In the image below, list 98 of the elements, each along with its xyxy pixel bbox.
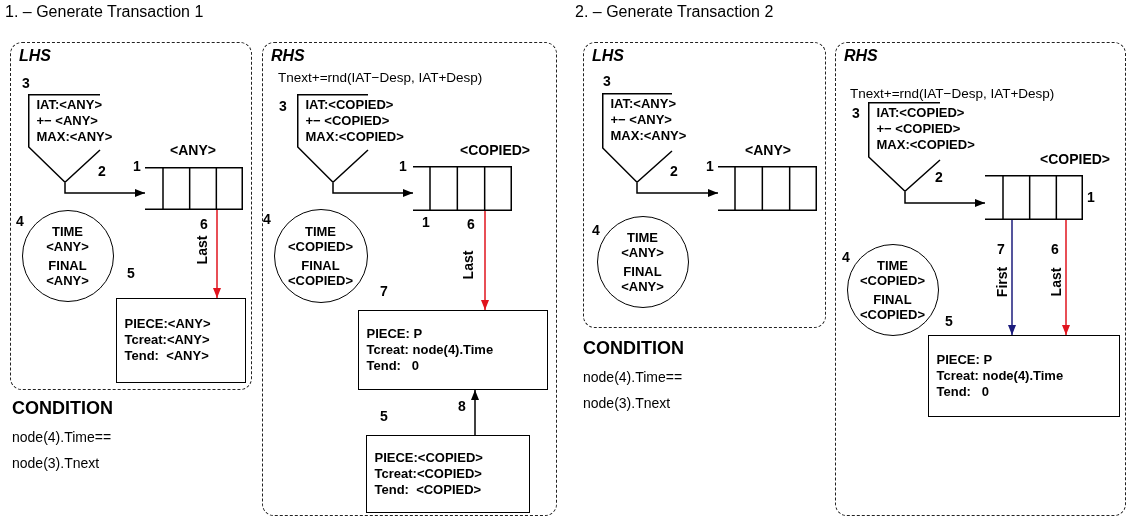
arrow bbox=[471, 389, 479, 436]
attribute-text: MAX:<COPIED> bbox=[305, 128, 404, 145]
node-number: 1 bbox=[706, 159, 714, 174]
queue-node bbox=[717, 165, 817, 211]
condition-text: node(4).Time== node(3).Tnext bbox=[583, 368, 684, 413]
node-number: 5 bbox=[945, 314, 953, 329]
node-number: 5 bbox=[127, 266, 135, 281]
piece-box bbox=[365, 434, 530, 513]
node-number: 4 bbox=[263, 212, 271, 227]
rule-panel bbox=[583, 42, 826, 328]
formula-text: Tnext+=rnd(IAT−Desp, IAT+Desp) bbox=[278, 70, 483, 85]
edge-label: Last bbox=[460, 250, 476, 280]
attribute-text: Tcreat:<COPIED> bbox=[374, 465, 483, 482]
arrow bbox=[636, 182, 719, 197]
node-number: 4 bbox=[592, 223, 600, 238]
edge-label: Last bbox=[194, 235, 210, 265]
panel-heading: RHS bbox=[844, 47, 878, 65]
attribute-text: TIME <COPIED> bbox=[288, 223, 353, 254]
edge-label: 2 bbox=[98, 164, 106, 179]
attribute-text: FINAL <ANY> bbox=[621, 263, 664, 294]
section-title: 1. – Generate Transaction 1 bbox=[5, 3, 204, 21]
queue-node bbox=[984, 174, 1083, 220]
queue-label: <ANY> bbox=[745, 143, 791, 158]
attribute-text: IAT:<ANY> bbox=[36, 96, 103, 113]
attribute-text: FINAL <COPIED> bbox=[288, 257, 353, 288]
node-number: 7 bbox=[380, 284, 388, 299]
attribute-text: +− <ANY> bbox=[36, 112, 99, 129]
edge-number: 7 bbox=[997, 241, 1005, 257]
arrow bbox=[64, 182, 146, 197]
node-number: 1 bbox=[133, 159, 141, 174]
attribute-text: FINAL <ANY> bbox=[46, 257, 89, 288]
node-number: 4 bbox=[842, 250, 850, 265]
piece-box bbox=[927, 334, 1120, 417]
edge-label: Last bbox=[1048, 267, 1064, 297]
attribute-text: +− <COPIED> bbox=[876, 120, 962, 137]
section-title: 2. – Generate Transaction 2 bbox=[575, 3, 774, 21]
attribute-text: TIME <ANY> bbox=[46, 223, 89, 254]
attribute-text: +− <COPIED> bbox=[305, 112, 391, 129]
arrow bbox=[1008, 219, 1016, 336]
node-number: 4 bbox=[16, 214, 24, 229]
rule-panel bbox=[10, 42, 252, 390]
condition-text: node(4).Time== node(3).Tnext bbox=[12, 428, 113, 473]
attribute-text: MAX:<ANY> bbox=[36, 128, 113, 145]
node-number: 3 bbox=[22, 76, 30, 91]
attribute-text: PIECE:<ANY> bbox=[124, 316, 212, 332]
node-number: 1 bbox=[422, 215, 430, 230]
attribute-text: Tend: <ANY> bbox=[124, 348, 210, 364]
edge-number: 6 bbox=[200, 216, 208, 232]
edge-label: First bbox=[994, 266, 1010, 298]
attribute-text: IAT:<ANY> bbox=[610, 95, 677, 112]
piece-box bbox=[115, 297, 246, 383]
attribute-text: PIECE:<COPIED> bbox=[374, 449, 484, 466]
queue-label: <ANY> bbox=[170, 143, 216, 158]
rule-panel bbox=[835, 42, 1126, 516]
attribute-text: IAT:<COPIED> bbox=[876, 104, 966, 121]
rule-panel bbox=[262, 42, 557, 516]
queue-label: <COPIED> bbox=[460, 143, 531, 158]
edge-label: 8 bbox=[458, 399, 466, 414]
queue-node bbox=[412, 165, 512, 211]
attribute-text: FINAL <COPIED> bbox=[860, 291, 925, 322]
edge-number: 6 bbox=[1051, 241, 1059, 257]
piece-box bbox=[357, 309, 548, 390]
attribute-text: TIME <ANY> bbox=[621, 229, 664, 260]
node-number: 5 bbox=[380, 409, 388, 424]
panel-heading: LHS bbox=[19, 47, 51, 65]
node-number: 3 bbox=[852, 106, 860, 121]
arrow bbox=[1062, 219, 1070, 336]
node-number: 3 bbox=[279, 99, 287, 114]
edge-number: 6 bbox=[467, 216, 475, 232]
edge-label: 2 bbox=[670, 164, 678, 179]
attribute-text: Tcreat: node(4).Time bbox=[936, 367, 1065, 384]
attribute-text: MAX:<COPIED> bbox=[876, 136, 975, 153]
attribute-text: Tend: 0 bbox=[936, 383, 990, 400]
attribute-text: IAT:<COPIED> bbox=[305, 96, 395, 113]
attribute-text: Tcreat:<ANY> bbox=[124, 332, 211, 348]
node-number: 3 bbox=[603, 74, 611, 89]
queue-label: <COPIED> bbox=[1040, 152, 1111, 167]
attribute-text: Tend: 0 bbox=[366, 357, 420, 374]
attribute-text: Tend: <COPIED> bbox=[374, 481, 483, 498]
condition-heading: CONDITION bbox=[12, 398, 113, 419]
arrow bbox=[213, 209, 221, 299]
attribute-text: PIECE: P bbox=[936, 351, 994, 368]
panel-heading: LHS bbox=[592, 47, 624, 65]
attribute-text: PIECE: P bbox=[366, 325, 424, 342]
arrow bbox=[481, 210, 489, 311]
queue-node bbox=[144, 166, 243, 210]
panel-heading: RHS bbox=[271, 47, 305, 65]
condition-heading: CONDITION bbox=[583, 338, 684, 359]
attribute-text: Tcreat: node(4).Time bbox=[366, 341, 495, 358]
attribute-text: TIME <COPIED> bbox=[860, 257, 925, 288]
formula-text: Tnext+=rnd(IAT−Desp, IAT+Desp) bbox=[850, 86, 1055, 101]
arrow bbox=[904, 191, 986, 207]
attribute-text: +− <ANY> bbox=[610, 111, 673, 128]
node-number: 1 bbox=[399, 159, 407, 174]
attribute-text: MAX:<ANY> bbox=[610, 127, 687, 144]
edge-label: 2 bbox=[935, 170, 943, 185]
node-number: 1 bbox=[1087, 190, 1095, 205]
arrow bbox=[332, 182, 414, 197]
